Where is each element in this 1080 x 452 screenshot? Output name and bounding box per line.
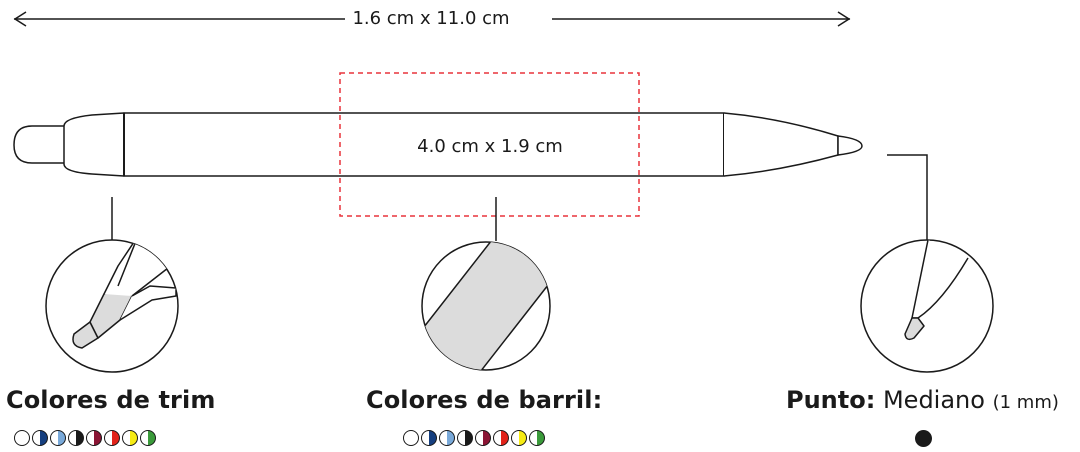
imprint-area-outline	[339, 72, 640, 217]
pen-outline	[13, 112, 863, 177]
barrel-swatch-light-blue	[439, 430, 455, 446]
barrel-detail-circle	[421, 241, 551, 371]
pen-end-cap	[13, 125, 66, 164]
point-value: Mediano	[882, 386, 985, 414]
barrel-swatch-burgundy	[475, 430, 491, 446]
trim-detail-circle	[45, 239, 179, 373]
point-label: Punto:	[786, 386, 876, 414]
point-ink-dot	[915, 430, 932, 447]
trim-swatch-green	[140, 430, 156, 446]
barrel-swatch-red	[493, 430, 509, 446]
imprint-area-label: 4.0 cm x 1.9 cm	[417, 136, 563, 157]
trim-swatch-row	[14, 430, 156, 446]
pen-trim-section	[63, 112, 125, 177]
point-detail-circle	[860, 239, 994, 373]
barrel-swatch-black	[457, 430, 473, 446]
trim-swatch-black	[68, 430, 84, 446]
overall-dimension-label: 1.6 cm x 11.0 cm	[352, 8, 510, 29]
barrel-swatch-green	[529, 430, 545, 446]
trim-swatch-burgundy	[86, 430, 102, 446]
trim-swatch-yellow	[122, 430, 138, 446]
barrel-swatch-white	[403, 430, 419, 446]
trim-swatch-white	[14, 430, 30, 446]
pen-tip-cone	[723, 112, 839, 177]
leader-lines	[111, 154, 928, 241]
barrel-swatch-navy	[421, 430, 437, 446]
overall-dimension-arrow	[13, 11, 851, 27]
point-spec: Punto: Mediano (1 mm)	[786, 386, 1059, 414]
barrel-swatch-yellow	[511, 430, 527, 446]
point-size: (1 mm)	[992, 392, 1059, 413]
trim-swatch-light-blue	[50, 430, 66, 446]
trim-colors-title: Colores de trim	[6, 386, 216, 414]
barrel-colors-title: Colores de barril:	[366, 386, 603, 414]
pen-tip	[837, 135, 863, 156]
trim-swatch-navy	[32, 430, 48, 446]
barrel-swatch-row	[403, 430, 545, 446]
trim-swatch-red	[104, 430, 120, 446]
